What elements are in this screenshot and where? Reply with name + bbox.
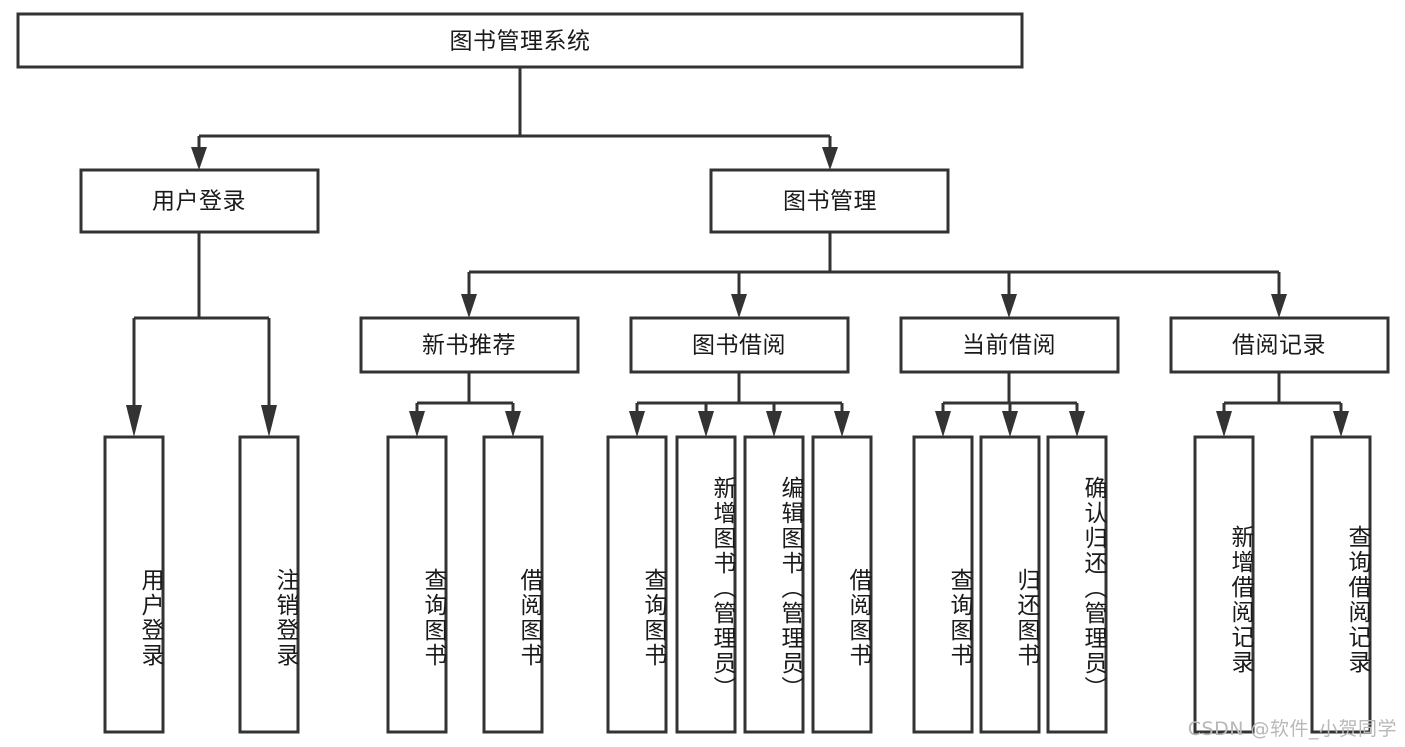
- leaf-box-6[interactable]: [675, 435, 737, 734]
- arrowhead-leaf-6: [698, 411, 714, 437]
- node-borrow-record[interactable]: 借阅记录: [1169, 316, 1390, 374]
- node-new-book-recommend[interactable]: 新书推荐: [359, 316, 580, 374]
- connectors-book-manage-to-level3: [461, 232, 1287, 318]
- node-book-management-label: 图书管理: [783, 189, 877, 215]
- leaf-box-5[interactable]: [606, 435, 668, 734]
- leaf-box-7[interactable]: [743, 435, 805, 734]
- node-user-login[interactable]: 用户登录: [79, 168, 320, 234]
- connectors-new-book-rec-to-leaves: [409, 372, 521, 437]
- connectors-borrow-record-to-leaves: [1216, 372, 1349, 437]
- node-new-book-recommend-box: [359, 316, 580, 374]
- connectors-root-to-level2: [191, 67, 838, 170]
- arrowhead-leaf-12: [1216, 411, 1232, 437]
- leaf-box-9[interactable]: [912, 435, 974, 734]
- connectors-current-borrow-to-leaves: [935, 372, 1085, 437]
- arrowhead-leaf-2: [261, 405, 277, 437]
- leaf-box-10[interactable]: [979, 435, 1041, 734]
- node-new-book-recommend-label: 新书推荐: [422, 333, 516, 359]
- node-borrow-record-box: [1169, 316, 1390, 374]
- arrowhead-book-manage: [822, 147, 838, 170]
- connectors-user-login-to-leaves: [126, 232, 277, 437]
- leaf-box-12[interactable]: [1193, 435, 1255, 734]
- arrowhead-leaf-4: [505, 411, 521, 437]
- arrowhead-borrow-record: [1271, 294, 1287, 318]
- node-book-borrow-box: [629, 316, 850, 374]
- node-current-borrow-box: [899, 316, 1120, 374]
- watermark-text: CSDN @软件_小贺同学: [1187, 718, 1397, 740]
- node-book-management[interactable]: 图书管理: [709, 168, 950, 234]
- node-user-login-label: 用户登录: [152, 189, 246, 215]
- node-borrow-record-label: 借阅记录: [1232, 333, 1326, 359]
- arrowhead-leaf-10: [1002, 411, 1018, 437]
- leaf-box-3[interactable]: [386, 435, 448, 734]
- leaf-box-1[interactable]: [103, 435, 165, 734]
- node-current-borrow[interactable]: 当前借阅: [899, 316, 1120, 374]
- node-current-borrow-label: 当前借阅: [962, 333, 1056, 359]
- arrowhead-leaf-5: [629, 411, 645, 437]
- node-book-management-box: [709, 168, 950, 234]
- leaf-box-2[interactable]: [238, 435, 300, 734]
- arrowhead-new-book-rec: [461, 294, 477, 318]
- arrowhead-leaf-1: [126, 405, 142, 437]
- leaf-box-11[interactable]: [1046, 435, 1108, 734]
- arrowhead-book-borrow: [731, 294, 747, 318]
- leaf-box-4[interactable]: [482, 435, 544, 734]
- leaf-box-8[interactable]: [811, 435, 873, 734]
- node-root-box: [16, 12, 1024, 69]
- arrowhead-current-borrow: [1001, 294, 1017, 318]
- node-book-borrow[interactable]: 图书借阅: [629, 316, 850, 374]
- arrowhead-leaf-13: [1333, 411, 1349, 437]
- arrowhead-user-login: [191, 147, 207, 170]
- arrowhead-leaf-11: [1069, 411, 1085, 437]
- arrowhead-leaf-3: [409, 411, 425, 437]
- node-book-borrow-label: 图书借阅: [692, 333, 786, 359]
- leaf-box-13[interactable]: [1310, 435, 1372, 734]
- connectors-book-borrow-to-leaves: [629, 372, 850, 437]
- node-root-label: 图书管理系统: [450, 29, 591, 55]
- leaf-boxes: [103, 435, 1372, 734]
- node-user-login-box: [79, 168, 320, 234]
- arrowhead-leaf-8: [834, 411, 850, 437]
- node-root-book-management-system[interactable]: 图书管理系统: [16, 12, 1024, 69]
- arrowhead-leaf-7: [766, 411, 782, 437]
- arrowhead-leaf-9: [935, 411, 951, 437]
